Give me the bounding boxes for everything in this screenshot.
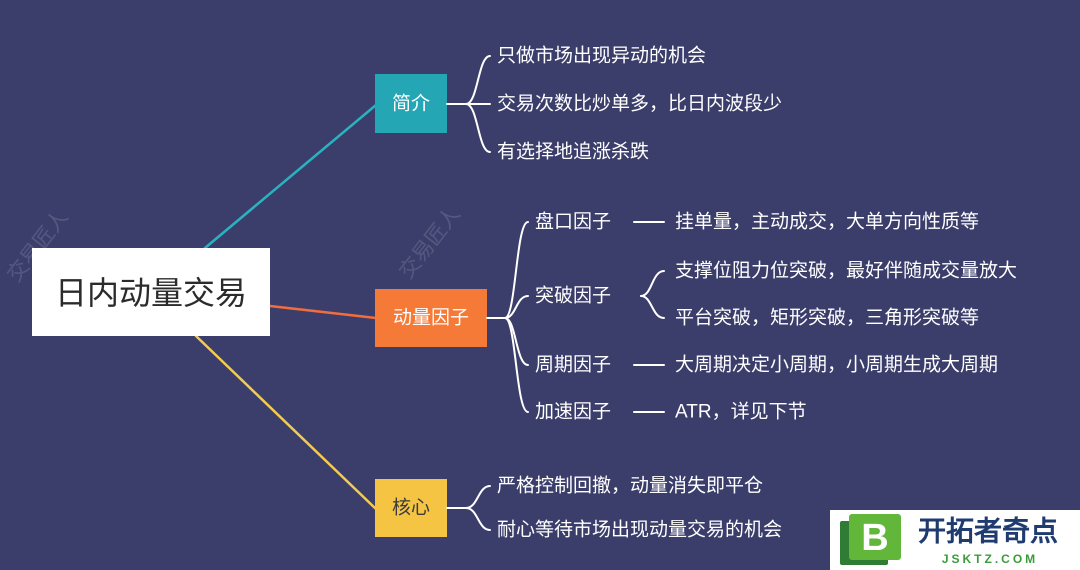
factor-breakout-label: 突破因子	[535, 285, 611, 307]
connector	[640, 295, 665, 319]
root-node-box	[32, 248, 270, 336]
connector	[465, 507, 491, 531]
branch-core-connectors	[446, 485, 491, 531]
site-logo: B 开拓者奇点 JSKTZ.COM	[830, 510, 1080, 570]
core-item-2: 耐心等待市场出现动量交易的机会	[497, 519, 782, 541]
connector	[465, 55, 491, 105]
factor-cycle: 周期因子 大周期决定小周期，小周期生成大周期	[535, 354, 998, 376]
factor-cycle-label: 周期因子	[535, 354, 611, 376]
connector	[504, 317, 529, 413]
factor-cycle-detail: 大周期决定小周期，小周期生成大周期	[675, 354, 998, 376]
factor-acceleration-label: 加速因子	[535, 401, 611, 423]
intro-item-1: 只做市场出现异动的机会	[497, 45, 706, 67]
factor-order-book-detail: 挂单量，主动成交，大单方向性质等	[675, 211, 979, 233]
factor-breakout-detail-2: 平台突破，矩形突破，三角形突破等	[675, 307, 979, 329]
intro-item-3: 有选择地追涨杀跌	[497, 141, 649, 163]
connector	[504, 295, 529, 319]
logo-icon-face	[849, 514, 901, 560]
connector	[504, 221, 529, 319]
branch-line-factors	[268, 304, 378, 320]
core-item-1: 严格控制回撤，动量消失即平仓	[497, 475, 763, 497]
branch-intro-box	[375, 74, 447, 133]
green-b-logo-icon: B	[840, 514, 901, 565]
branch-factors: 动量因子 盘口因子 挂单量，主动成交，大单方向性质等 突破因子 支撑位阻力位突破…	[375, 211, 1017, 423]
root-node: 日内动量交易	[32, 248, 270, 336]
branch-factors-label: 动量因子	[393, 307, 469, 329]
branch-factors-box	[375, 289, 487, 347]
intro-item-2: 交易次数比炒单多，比日内波段少	[497, 93, 782, 115]
logo-name: 开拓者奇点	[918, 516, 1058, 547]
branch-line-intro	[203, 103, 378, 250]
branch-factors-connectors	[486, 221, 529, 413]
branch-intro: 简介 只做市场出现异动的机会 交易次数比炒单多，比日内波段少 有选择地追涨杀跌	[375, 45, 782, 163]
branch-core: 核心 严格控制回撤，动量消失即平仓 耐心等待市场出现动量交易的机会	[375, 475, 782, 541]
logo-icon-letter: B	[861, 517, 888, 559]
factor-order-book: 盘口因子 挂单量，主动成交，大单方向性质等	[535, 211, 979, 233]
factor-acceleration-detail: ATR，详见下节	[675, 401, 807, 423]
branch-core-box	[375, 479, 447, 537]
root-node-label: 日内动量交易	[55, 275, 247, 311]
branch-core-label: 核心	[392, 497, 430, 519]
factor-acceleration: 加速因子 ATR，详见下节	[535, 401, 807, 423]
factor-breakout: 突破因子 支撑位阻力位突破，最好伴随成交量放大 平台突破，矩形突破，三角形突破等	[535, 260, 1017, 329]
factor-breakout-detail-1: 支撑位阻力位突破，最好伴随成交量放大	[675, 260, 1017, 282]
logo-domain: JSKTZ.COM	[942, 552, 1038, 566]
connector	[465, 103, 491, 153]
connector	[640, 270, 665, 297]
branch-intro-connectors	[446, 55, 491, 153]
branch-intro-label: 简介	[392, 93, 430, 115]
branch-line-core	[194, 334, 378, 511]
factor-order-book-label: 盘口因子	[535, 211, 611, 233]
